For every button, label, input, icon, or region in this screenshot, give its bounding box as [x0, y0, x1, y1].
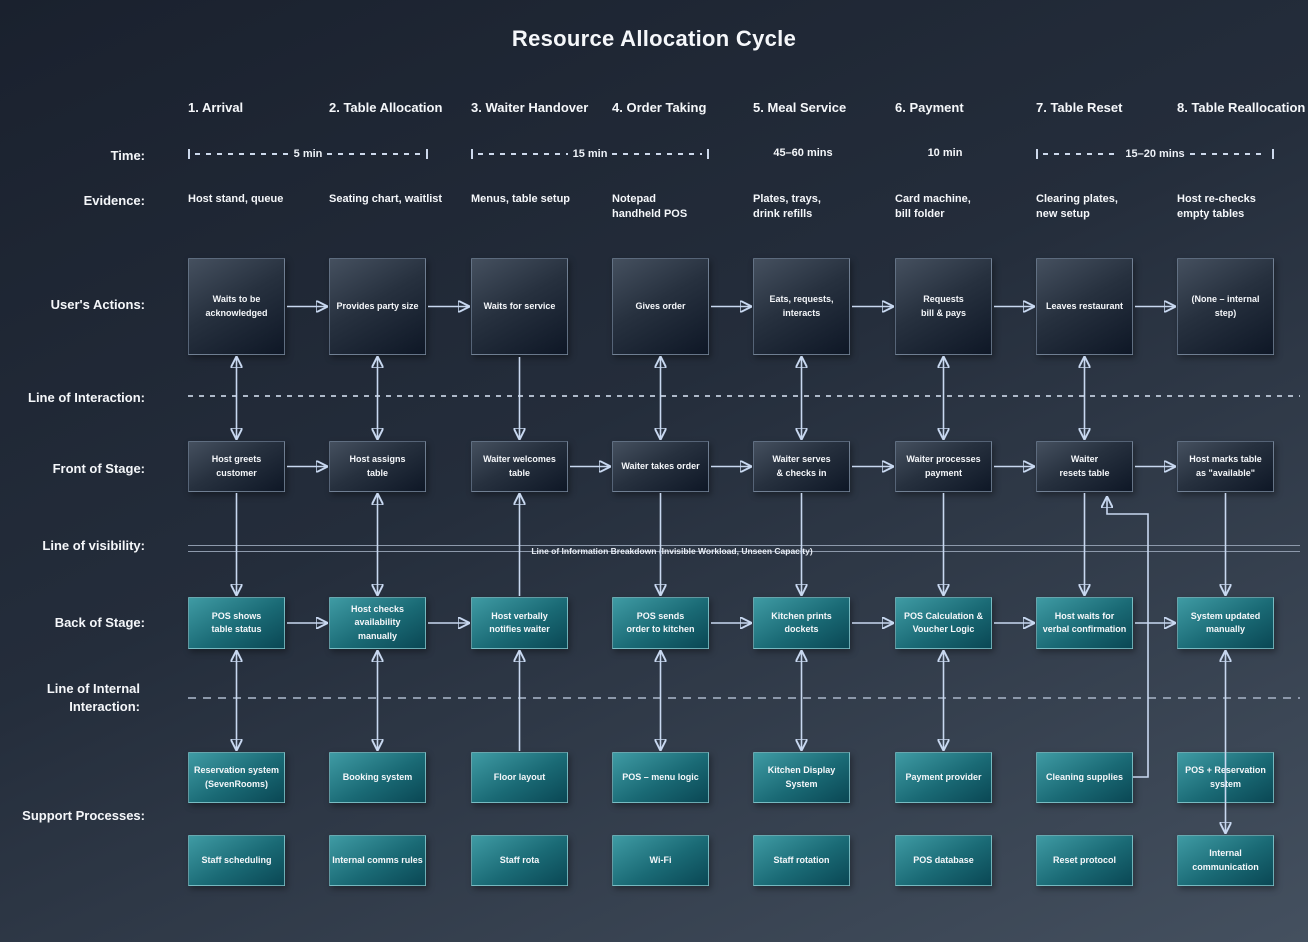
time-span-handover-order: 15 min: [471, 148, 710, 160]
support-box-8b: Internal communication: [1177, 835, 1274, 886]
time-tick: [188, 149, 190, 159]
back-stage-box-7: Host waits for verbal confirmation: [1036, 597, 1133, 649]
front-stage-box-2: Host assigns table: [329, 441, 426, 492]
front-stage-box-3: Waiter welcomes table: [471, 441, 568, 492]
user-action-box-8: (None – internal step): [1177, 258, 1274, 355]
front-stage-box-8: Host marks table as "available": [1177, 441, 1274, 492]
support-box-5a: Kitchen Display System: [753, 752, 850, 803]
front-stage-box-7: Waiter resets table: [1036, 441, 1133, 492]
time-value-meal-service: 45–60 mins: [773, 147, 833, 159]
support-box-7b: Reset protocol: [1036, 835, 1133, 886]
front-stage-box-1: Host greets customer: [188, 441, 285, 492]
evidence-2: Seating chart, waitlist: [329, 193, 443, 205]
front-stage-box-6: Waiter processes payment: [895, 441, 992, 492]
support-box-2a: Booking system: [329, 752, 426, 803]
time-tick: [426, 149, 429, 159]
stage-header-4: 4. Order Taking: [612, 100, 707, 115]
support-box-7a: Cleaning supplies: [1036, 752, 1133, 803]
row-label-evidence: Evidence:: [83, 193, 145, 208]
user-action-box-1: Waits to be acknowledged: [188, 258, 285, 355]
row-label-back-of-stage: Back of Stage:: [54, 615, 145, 630]
support-box-4a: POS – menu logic: [612, 752, 709, 803]
back-stage-box-2: Host checks availability manually: [329, 597, 426, 649]
user-action-box-2: Provides party size: [329, 258, 426, 355]
back-stage-box-1: POS shows table status: [188, 597, 285, 649]
time-value: 5 min: [293, 148, 323, 160]
time-dash: [478, 153, 568, 155]
front-stage-box-4: Waiter takes order: [612, 441, 709, 492]
page-title: Resource Allocation Cycle: [511, 26, 797, 51]
user-action-box-6: Requests bill & pays: [895, 258, 992, 355]
time-dash: [612, 153, 703, 155]
back-stage-box-3: Host verbally notifies waiter: [471, 597, 568, 649]
evidence-1: Host stand, queue: [188, 193, 284, 205]
front-stage-box-5: Waiter serves & checks in: [753, 441, 850, 492]
evidence-8: Host re-checks empty tables: [1177, 193, 1256, 221]
time-dash: [1189, 153, 1268, 155]
time-tick: [1036, 149, 1038, 159]
user-action-box-7: Leaves restaurant: [1036, 258, 1133, 355]
evidence-3: Menus, table setup: [471, 193, 571, 205]
stage-header-7: 7. Table Reset: [1036, 100, 1123, 115]
support-box-1a: Reservation system (SevenRooms): [188, 752, 285, 803]
row-label-user-actions: User's Actions:: [50, 297, 145, 312]
evidence-4: Notepad handheld POS: [612, 193, 688, 221]
support-box-1b: Staff scheduling: [188, 835, 285, 886]
back-stage-box-8: System updated manually: [1177, 597, 1274, 649]
row-label-line-of-interaction: Line of Interaction:: [28, 390, 145, 405]
row-label-line-of-visibility: Line of visibility:: [42, 538, 145, 553]
time-dash: [327, 153, 422, 155]
time-dash: [195, 153, 289, 155]
evidence-7: Clearing plates, new setup: [1036, 193, 1118, 221]
time-dash: [1043, 153, 1121, 155]
support-box-6a: Payment provider: [895, 752, 992, 803]
time-span-reset-reallocation: 15–20 mins: [1036, 148, 1275, 160]
back-stage-box-6: POS Calculation & Voucher Logic: [895, 597, 992, 649]
time-tick: [1272, 149, 1275, 159]
time-tick: [471, 149, 473, 159]
time-tick: [707, 149, 710, 159]
support-box-4b: Wi-Fi: [612, 835, 709, 886]
evidence-6: Card machine, bill folder: [895, 193, 971, 221]
stage-header-1: 1. Arrival: [188, 100, 244, 115]
time-value: 15–20 mins: [1125, 148, 1185, 160]
user-action-box-5: Eats, requests, interacts: [753, 258, 850, 355]
line-of-visibility-upper: [188, 545, 1300, 546]
stage-header-5: 5. Meal Service: [753, 100, 847, 115]
stage-header-3: 3. Waiter Handover: [471, 100, 589, 115]
support-box-3b: Staff rota: [471, 835, 568, 886]
back-stage-box-5: Kitchen prints dockets: [753, 597, 850, 649]
line-of-interaction: [188, 395, 1300, 397]
evidence-5: Plates, trays, drink refills: [753, 193, 821, 221]
user-action-box-4: Gives order: [612, 258, 709, 355]
support-box-2b: Internal comms rules: [329, 835, 426, 886]
row-label-front-of-stage: Front of Stage:: [52, 461, 145, 476]
back-stage-box-4: POS sends order to kitchen: [612, 597, 709, 649]
support-box-6b: POS database: [895, 835, 992, 886]
line-of-internal-interaction: [188, 697, 1300, 699]
visibility-line-label: Line of Information Breakdown (Invisible…: [531, 546, 813, 556]
row-label-line-of-internal-interaction: Line of Internal Interaction:: [46, 681, 140, 715]
stage-header-6: 6. Payment: [895, 100, 964, 115]
row-label-support-processes: Support Processes:: [22, 808, 145, 823]
time-value-payment: 10 min: [927, 147, 963, 159]
stage-header-8: 8. Table Reallocation: [1177, 100, 1306, 115]
support-box-5b: Staff rotation: [753, 835, 850, 886]
time-span-arrival-allocation: 5 min: [188, 148, 429, 160]
line-of-visibility-lower: [188, 551, 1300, 552]
stage-header-2: 2. Table Allocation: [329, 100, 443, 115]
time-value: 15 min: [572, 148, 608, 160]
support-box-8a: POS + Reservation system: [1177, 752, 1274, 803]
support-box-3a: Floor layout: [471, 752, 568, 803]
user-action-box-3: Waits for service: [471, 258, 568, 355]
row-label-time: Time:: [110, 148, 145, 163]
